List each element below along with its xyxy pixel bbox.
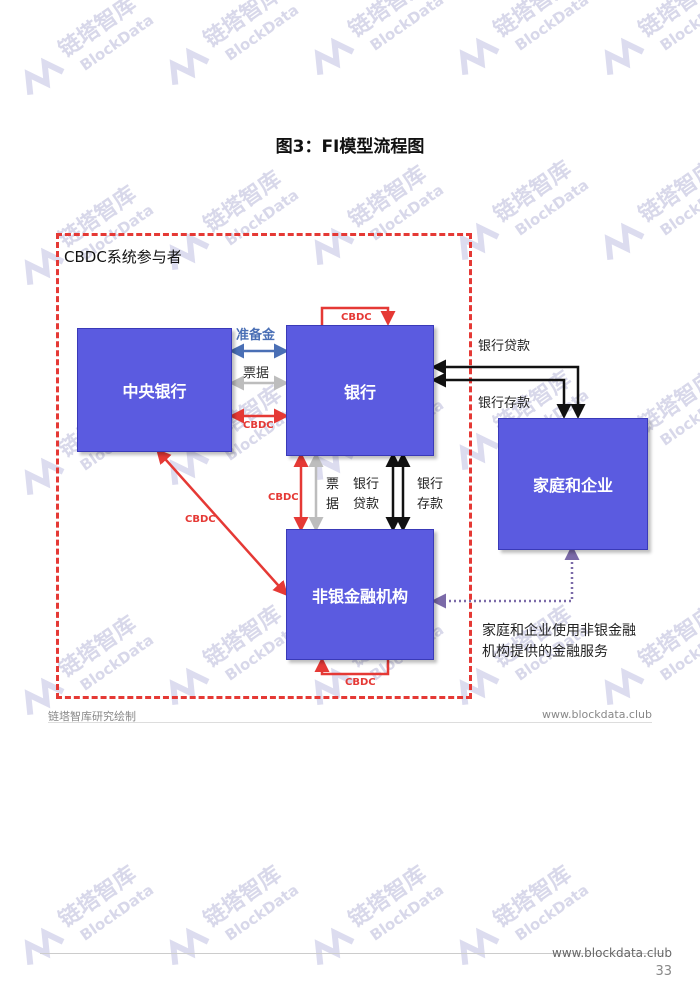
page-url: www.blockdata.club (552, 946, 672, 960)
deposit-arrow-households (431, 372, 572, 419)
bills-label-cb: 票据 (243, 366, 270, 381)
cbdc-label-cb-nonbank: CBDC (185, 514, 216, 525)
bank-node: 银行 (286, 325, 434, 456)
cbdc-label-bank-self: CBDC (341, 312, 372, 323)
watermark-logo-icon (459, 222, 500, 261)
cbdc-label-cb-bank: CBDC (243, 420, 274, 431)
central-bank-node: 中央银行 (77, 328, 232, 452)
watermark-logo-icon (24, 57, 65, 96)
watermark-logo-icon (459, 37, 500, 76)
nonbank-node: 非银金融机构 (286, 529, 434, 660)
loan-label-nonbank-1: 银行 (353, 477, 380, 492)
cbdc-participants-frame (56, 233, 472, 699)
watermark-logo-icon (169, 667, 210, 706)
watermark-logo-icon (459, 432, 500, 471)
bills-label-nonbank-2: 据 (326, 497, 340, 512)
watermark-logo-icon (314, 667, 355, 706)
reserve-label: 准备金 (236, 328, 276, 343)
watermark-logo-icon (24, 457, 65, 496)
service-label-1: 家庭和企业使用非银金融 (482, 623, 636, 639)
service-label-2: 机构提供的金融服务 (482, 644, 608, 660)
watermark-logo-icon (604, 222, 645, 261)
source-note: 链塔智库研究绘制 (48, 710, 136, 723)
households-node: 家庭和企业 (498, 418, 648, 550)
watermark-logo-icon (169, 232, 210, 271)
watermark-logo-icon (24, 247, 65, 286)
cbdc-loop-bank (320, 306, 396, 326)
footer-divider (48, 722, 652, 723)
households-label: 家庭和企业 (532, 476, 613, 495)
page-number: 33 (655, 964, 672, 979)
bank-label: 银行 (343, 382, 376, 402)
figure-title: 图3：FI模型流程图 (275, 137, 425, 157)
watermark-logo-icon (314, 37, 355, 76)
frame-label: CBDC系统参与者 (64, 248, 182, 266)
loan-arrow-households (431, 359, 586, 419)
watermark-logo-icon (169, 47, 210, 86)
watermark-logo-icon (604, 667, 645, 706)
deposit-label-nonbank-2: 存款 (417, 497, 444, 512)
nonbank-label: 非银金融机构 (311, 586, 408, 606)
page-divider (40, 953, 664, 954)
source-site: www.blockdata.club (542, 708, 652, 721)
service-arrow-dotted (431, 545, 580, 609)
central-bank-label: 中央银行 (122, 382, 187, 401)
watermark-logo-icon (459, 667, 500, 706)
watermark-logo-icon (604, 37, 645, 76)
cbdc-label-bank-nonbank: CBDC (268, 492, 299, 503)
bank-deposit-label: 银行存款 (478, 396, 531, 411)
bank-loan-label: 银行贷款 (478, 339, 531, 354)
loan-label-nonbank-2: 贷款 (353, 497, 380, 512)
cbdc-label-nonbank-self: CBDC (345, 677, 376, 688)
deposit-label-nonbank-1: 银行 (417, 477, 444, 492)
cbdc-arrow-cb-nonbank (155, 448, 289, 597)
watermark-logo-icon (24, 677, 65, 716)
bills-label-nonbank-1: 票 (326, 477, 340, 492)
cbdc-loop-nonbank (314, 657, 390, 676)
